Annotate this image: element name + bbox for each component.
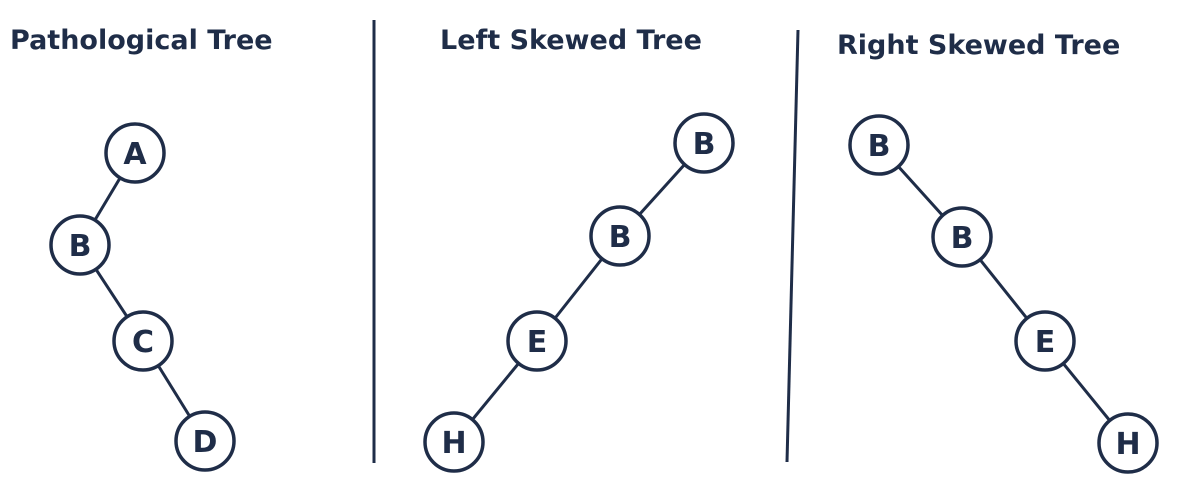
divider-2 <box>785 29 800 463</box>
svg-text:B: B <box>69 229 92 264</box>
svg-text:H: H <box>1115 427 1140 462</box>
svg-text:D: D <box>193 425 218 460</box>
svg-text:H: H <box>441 426 466 461</box>
right-skewed-tree-title: Right Skewed Tree <box>837 30 1121 61</box>
tree-node-b-child-left: B <box>589 205 651 267</box>
pathological-tree: A B C D <box>49 122 236 472</box>
tree-node-b-root-left: B <box>673 112 735 174</box>
svg-text:B: B <box>868 129 891 164</box>
svg-text:C: C <box>132 325 154 360</box>
tree-node-e-right: E <box>1014 310 1076 372</box>
tree-node-a: A <box>104 122 166 184</box>
svg-text:B: B <box>609 220 632 255</box>
left-skewed-tree: B B E H <box>423 112 735 473</box>
tree-node-d: D <box>174 410 236 472</box>
tree-node-h-right: H <box>1097 412 1159 474</box>
right-skewed-tree: B B E H <box>848 114 1159 474</box>
svg-text:B: B <box>693 127 716 162</box>
left-skewed-tree-title: Left Skewed Tree <box>440 25 702 56</box>
tree-node-h-left: H <box>423 411 485 473</box>
svg-text:B: B <box>951 221 974 256</box>
tree-node-c: C <box>112 310 174 372</box>
tree-node-b-root-right: B <box>848 114 910 176</box>
tree-node-b-child-right: B <box>931 206 993 268</box>
pathological-tree-title: Pathological Tree <box>10 25 273 56</box>
svg-text:E: E <box>1035 325 1056 360</box>
tree-node-e-left: E <box>506 310 568 372</box>
tree-node-b: B <box>49 214 111 276</box>
svg-text:A: A <box>123 137 147 172</box>
svg-text:E: E <box>527 325 548 360</box>
